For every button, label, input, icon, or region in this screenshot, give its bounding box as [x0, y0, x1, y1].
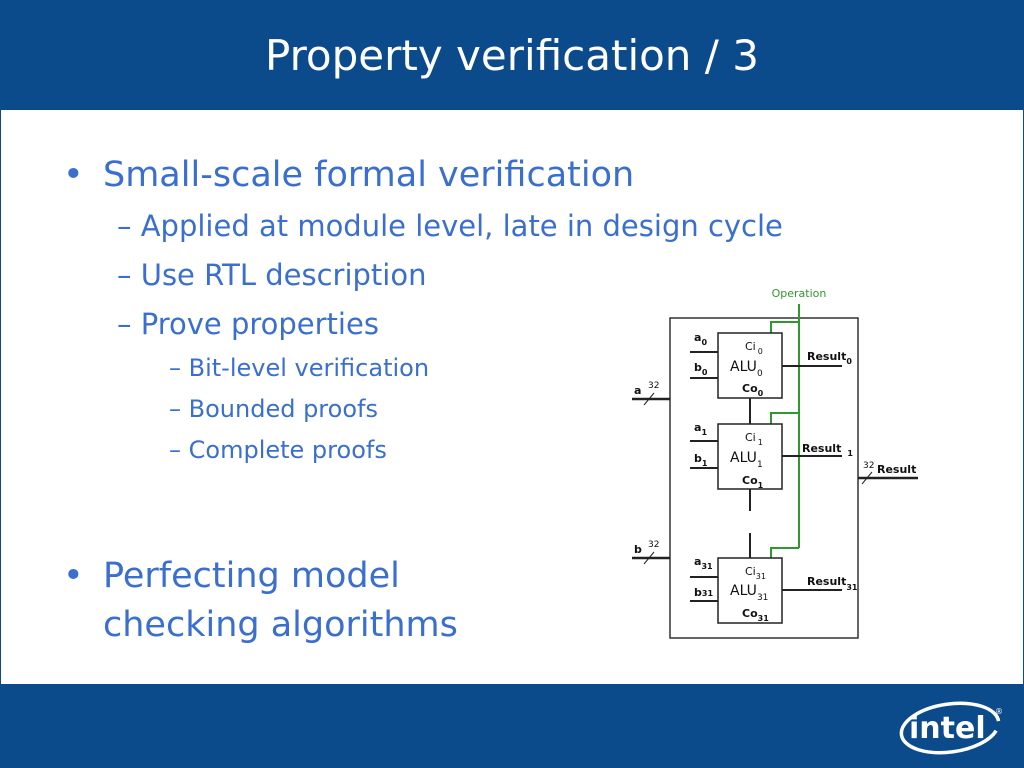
svg-text:Result31: Result31	[807, 575, 858, 592]
svg-text:ALU0: ALU0	[730, 359, 763, 379]
sub-sub-bullet-2: – Bounded proofs	[169, 394, 378, 424]
sub-bullet-3: – Prove properties	[117, 306, 379, 342]
svg-text:a1: a1	[694, 421, 707, 437]
output-width: 32	[863, 461, 874, 471]
svg-text:Co1: Co1	[742, 474, 764, 490]
input-a-bus: a 32	[632, 381, 670, 406]
svg-text:Ci31: Ci31	[745, 565, 766, 581]
sub-sub-bullet-text: Complete proofs	[188, 436, 387, 464]
input-b-label: b	[634, 543, 642, 556]
input-a-width: 32	[648, 381, 659, 391]
svg-text:Result0: Result0	[807, 350, 852, 366]
bullet-text-line-1: Perfecting model	[103, 556, 400, 596]
output-result-bus: 32 Result	[858, 461, 918, 485]
bullet-text: Small-scale formal verification	[103, 155, 635, 195]
input-b-width: 32	[648, 540, 659, 550]
svg-text:Ci1: Ci1	[745, 431, 763, 447]
slide-content: • Small-scale formal verification – Appl…	[0, 110, 1024, 684]
sub-bullet-text: Use RTL description	[140, 258, 427, 292]
bullet-text-line-2: checking algorithms	[103, 605, 458, 645]
sub-bullet-text: Prove properties	[140, 307, 379, 341]
output-label: Result	[877, 463, 916, 476]
sub-sub-bullet-3: – Complete proofs	[169, 435, 387, 465]
intel-logo-text: intel	[909, 711, 986, 746]
svg-text:b1: b1	[694, 452, 708, 468]
sub-marker: –	[117, 258, 132, 292]
svg-text:Co31: Co31	[742, 607, 769, 623]
operation-label: Operation	[772, 287, 827, 300]
sub-marker: –	[117, 209, 132, 243]
slide-header: Property verification / 3	[0, 0, 1024, 110]
svg-text:Ci0: Ci0	[745, 340, 763, 356]
sub-sub-bullet-1: – Bit-level verification	[169, 353, 429, 383]
alu-chain-diagram: Operation a 32 b 32 32 Result	[632, 287, 918, 639]
bullet-marker: •	[63, 155, 84, 195]
svg-text:ALU31: ALU31	[730, 583, 768, 603]
input-b-bus: b 32	[632, 540, 670, 565]
sub-marker: –	[169, 395, 181, 423]
registered-mark: ®	[995, 707, 1003, 716]
slide-title: Property verification / 3	[264, 31, 759, 80]
svg-text:ALU1: ALU1	[730, 450, 763, 470]
operation-wiring	[770, 304, 800, 558]
input-a-label: a	[634, 384, 641, 397]
slide-footer	[0, 684, 1024, 768]
svg-text:a0: a0	[694, 331, 707, 347]
svg-text:a31: a31	[694, 555, 713, 571]
sub-bullet-1: – Applied at module level, late in desig…	[117, 208, 783, 244]
bullet-marker: •	[63, 556, 84, 596]
alu-31: a31 b31 Ci31 ALU31 Co31 Result31	[690, 555, 858, 624]
sub-bullet-2: – Use RTL description	[117, 257, 427, 293]
sub-marker: –	[169, 354, 181, 382]
sub-sub-bullet-text: Bounded proofs	[188, 395, 378, 423]
svg-text:Co0: Co0	[742, 382, 764, 398]
sub-marker: –	[169, 436, 181, 464]
svg-text:b0: b0	[694, 361, 708, 377]
intel-logo: intel ®	[899, 701, 1003, 755]
svg-text:b31: b31	[694, 586, 713, 599]
sub-sub-bullet-text: Bit-level verification	[188, 354, 430, 382]
sub-marker: –	[117, 307, 132, 341]
sub-bullet-text: Applied at module level, late in design …	[140, 209, 783, 243]
